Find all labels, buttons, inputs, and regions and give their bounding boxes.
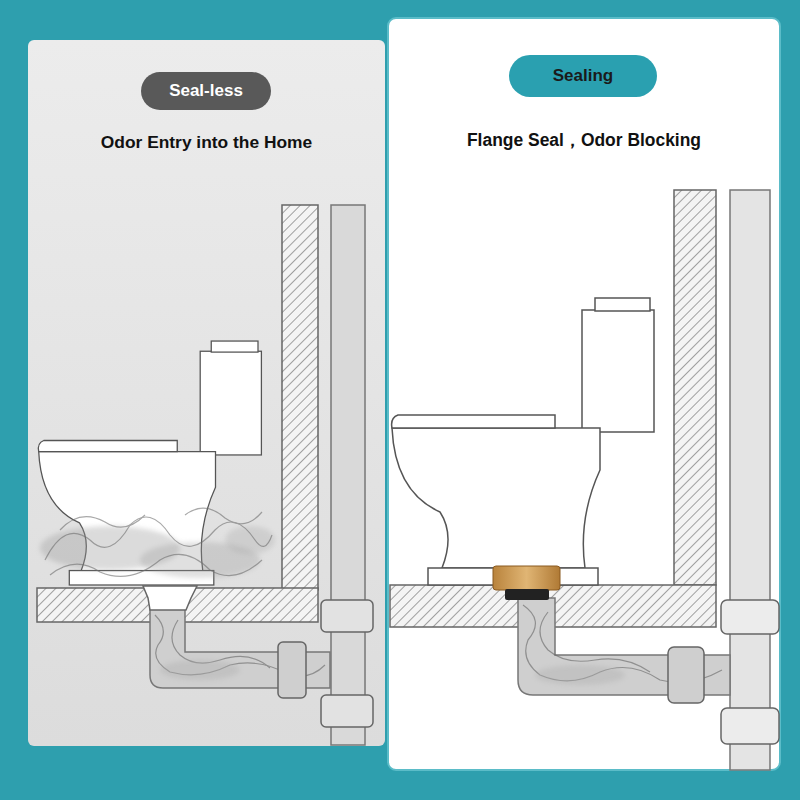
wall (674, 190, 716, 585)
flange-seal-ring (493, 566, 560, 590)
pipe-collar (321, 695, 373, 727)
panel-heading: Flange Seal，Odor Blocking (388, 128, 780, 152)
right-panel-ground (388, 18, 780, 770)
wall (282, 205, 318, 590)
pipe-collar (721, 600, 779, 634)
drawing-part (185, 508, 262, 524)
left-panel-ground (28, 40, 385, 746)
stack-pipe (730, 190, 770, 770)
panel-heading: Odor Entry into the Home (28, 132, 385, 153)
stack-pipe (331, 205, 365, 745)
panel: Odor Entry into the Home Seal-less (28, 40, 385, 746)
drawing-part (535, 665, 625, 685)
pipe-collar (721, 708, 779, 744)
left-scene (37, 205, 373, 745)
drawing-part (225, 526, 275, 554)
pipe-coupling (278, 642, 306, 698)
toilet (392, 298, 654, 585)
odor-smoke (40, 508, 275, 578)
drawing-part (160, 660, 240, 680)
seal-rubber (505, 589, 549, 600)
label-pill: Seal-less (141, 72, 271, 110)
right-scene (390, 190, 779, 770)
drawing-part (60, 515, 145, 530)
drawing-part (50, 554, 262, 576)
pipe-coupling (668, 647, 704, 703)
pipe-collar (321, 600, 373, 632)
drawing-part (45, 508, 272, 576)
pill-label: Sealing (553, 66, 613, 86)
toilet (38, 341, 261, 585)
pill-label: Seal-less (169, 81, 243, 101)
drawing-part (540, 612, 650, 672)
open-drain-flange (143, 586, 197, 610)
label-pill: Sealing (509, 55, 657, 97)
panel: Flange Seal，Odor Blocking Sealing (388, 18, 780, 770)
